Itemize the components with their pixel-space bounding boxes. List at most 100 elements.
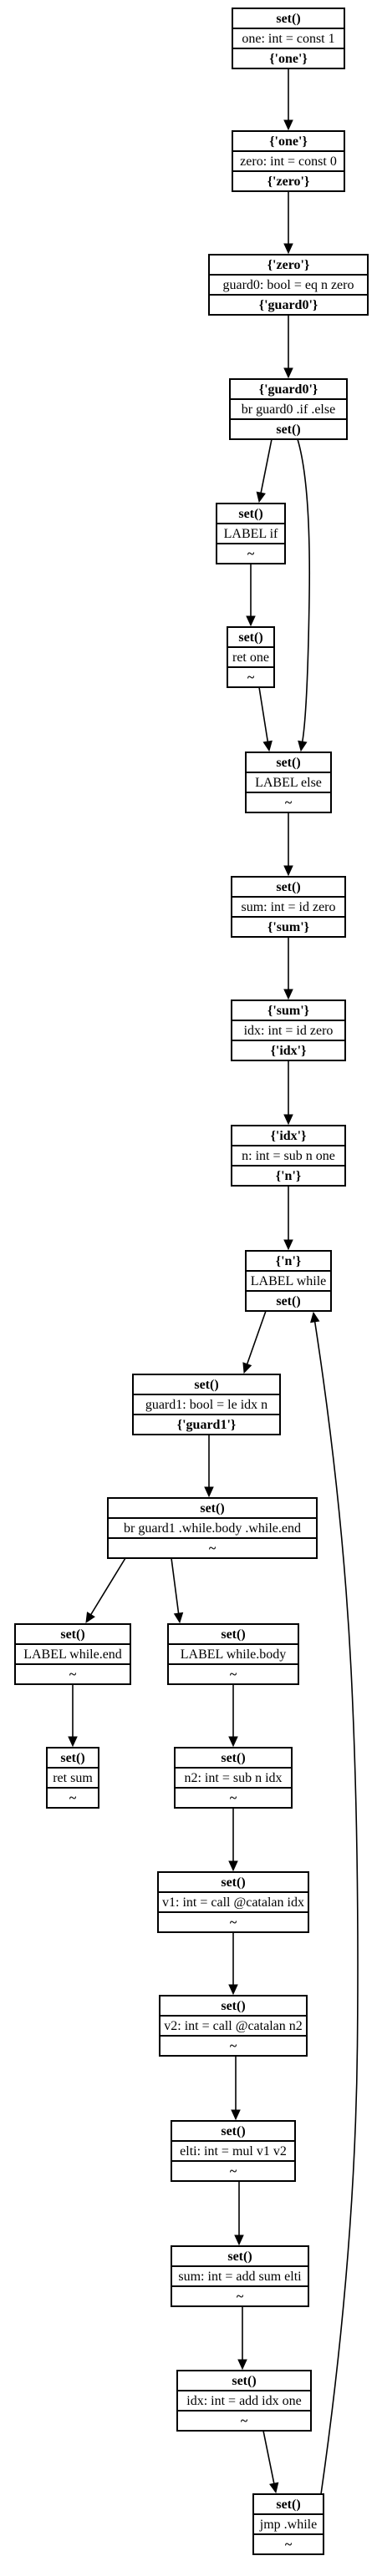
edge-line (313, 1321, 359, 2495)
node-live-out-set: ~ (69, 1668, 77, 1682)
node-live-out-set: set() (276, 423, 300, 437)
arrowhead (204, 1486, 214, 1498)
block-node-n20: set()elti: int = mul v1 v2~ (171, 2120, 296, 2182)
edge-n8-to-n9 (283, 937, 293, 1000)
arrowhead (262, 740, 273, 752)
arrowhead (173, 1612, 184, 1624)
arrowhead (242, 1362, 252, 1374)
node-live-out-set: {'idx'} (271, 1044, 307, 1058)
node-live-in-set: set() (238, 630, 262, 645)
node-outline (174, 1747, 293, 1809)
node-instruction: idx: int = id zero (244, 1024, 334, 1038)
node-instruction: n2: int = sub n idx (184, 1771, 282, 1785)
block-node-n12: set()guard1: bool = le idx n{'guard1'} (132, 1374, 281, 1435)
node-instruction: zero: int = const 0 (240, 154, 337, 169)
node-live-out-set: {'n'} (276, 1169, 301, 1183)
node-live-out-set: ~ (247, 671, 255, 685)
arrowhead (283, 367, 293, 379)
node-live-in-set: {'n'} (276, 1254, 301, 1268)
node-live-in-set: set() (200, 1501, 224, 1516)
arrowhead (298, 740, 308, 752)
edge-n13-to-n14 (85, 1557, 126, 1624)
block-node-n16: set()LABEL while.body~ (167, 1623, 299, 1685)
edge-n6-to-n7 (258, 686, 273, 752)
edge-n2-to-n3 (283, 191, 293, 255)
edge-n17-to-n18 (228, 1808, 238, 1872)
edge-line (246, 1310, 267, 1364)
arrowhead (237, 2359, 247, 2371)
node-live-in-set: set() (238, 507, 262, 521)
node-outline (252, 2493, 324, 2555)
arrowhead (283, 243, 293, 255)
node-outline (46, 1747, 99, 1809)
node-live-in-set: {'one'} (269, 134, 308, 149)
node-outline (157, 1871, 309, 1933)
block-node-n8: set()sum: int = id zero{'sum'} (231, 876, 346, 938)
node-live-out-set: ~ (230, 2039, 237, 2053)
node-live-out-set: ~ (285, 2538, 293, 2552)
node-instruction: n: int = sub n one (242, 1149, 335, 1163)
node-live-in-set: set() (60, 1751, 84, 1765)
node-instruction: LABEL while.body (181, 1647, 287, 1662)
arrowhead (246, 615, 256, 627)
arrowhead (85, 1612, 95, 1624)
arrowhead (68, 1736, 78, 1748)
block-node-n7: set()LABEL else~ (245, 752, 332, 813)
node-live-in-set: set() (60, 1627, 84, 1642)
edge-line (297, 438, 311, 742)
node-live-in-set: set() (221, 1751, 245, 1765)
node-live-out-set: {'one'} (269, 52, 308, 66)
node-live-in-set: set() (232, 2374, 256, 2388)
node-live-out-set: {'guard0'} (259, 298, 318, 312)
edges-layer (68, 68, 359, 2495)
block-node-n14: set() LABEL while.end ~ (14, 1623, 131, 1685)
arrowhead (283, 1239, 293, 1251)
node-live-in-set: set() (227, 2250, 252, 2264)
block-node-n22: set()idx: int = add idx one~ (176, 2370, 312, 2432)
node-instruction: LABEL while (251, 1274, 327, 1288)
node-outline (231, 1125, 346, 1187)
edge-line (90, 1557, 126, 1616)
node-live-out-set: ~ (285, 796, 293, 810)
arrowhead (310, 1311, 320, 1323)
block-node-n1: set()one: int = const 1{'one'} (232, 8, 345, 69)
node-instruction: v1: int = call @catalan idx (162, 1895, 304, 1910)
node-live-out-set: ~ (209, 1541, 217, 1556)
arrowhead (256, 491, 266, 504)
node-live-out-set: {'zero'} (267, 175, 310, 189)
node-outline (167, 1623, 299, 1685)
node-live-out-set: ~ (230, 1916, 237, 1930)
edge-n16-to-n17 (228, 1684, 238, 1748)
node-instruction: ret sum (53, 1771, 93, 1785)
block-node-n18: set() v1: int = call @catalan idx ~ (157, 1871, 309, 1933)
edge-n14-to-n15 (68, 1684, 78, 1748)
node-live-out-set: ~ (230, 1668, 237, 1682)
node-live-in-set: set() (221, 1999, 245, 2013)
node-live-in-set: set() (221, 1875, 245, 1890)
node-instruction: br guard1 .while.body .while.end (124, 1521, 301, 1536)
node-outline (216, 503, 286, 564)
node-live-in-set: set() (276, 880, 300, 894)
edge-n4-to-n7 (297, 438, 311, 752)
node-instruction: LABEL while.end (23, 1647, 122, 1662)
edge-n10-to-n11 (283, 1186, 293, 1251)
block-node-n19: set()v2: int = call @catalan n2~ (159, 1995, 308, 2057)
edge-line (260, 438, 273, 493)
node-instruction: LABEL if (224, 527, 278, 541)
node-live-in-set: {'guard0'} (259, 382, 318, 397)
arrowhead (283, 865, 293, 877)
node-outline (159, 1995, 308, 2057)
node-live-out-set: ~ (230, 2164, 237, 2179)
edge-n9-to-n10 (283, 1060, 293, 1126)
node-outline (176, 2370, 312, 2432)
node-live-in-set: set() (276, 756, 300, 770)
block-node-n6: set()ret one~ (227, 626, 275, 688)
node-live-in-set: {'sum'} (267, 1004, 309, 1018)
node-outline (229, 378, 348, 440)
node-outline (245, 752, 332, 813)
edge-n19-to-n20 (231, 2056, 241, 2121)
node-live-out-set: ~ (247, 547, 255, 561)
node-outline (171, 2120, 296, 2182)
node-live-out-set: {'guard1'} (177, 1418, 236, 1432)
arrowhead (228, 1736, 238, 1748)
